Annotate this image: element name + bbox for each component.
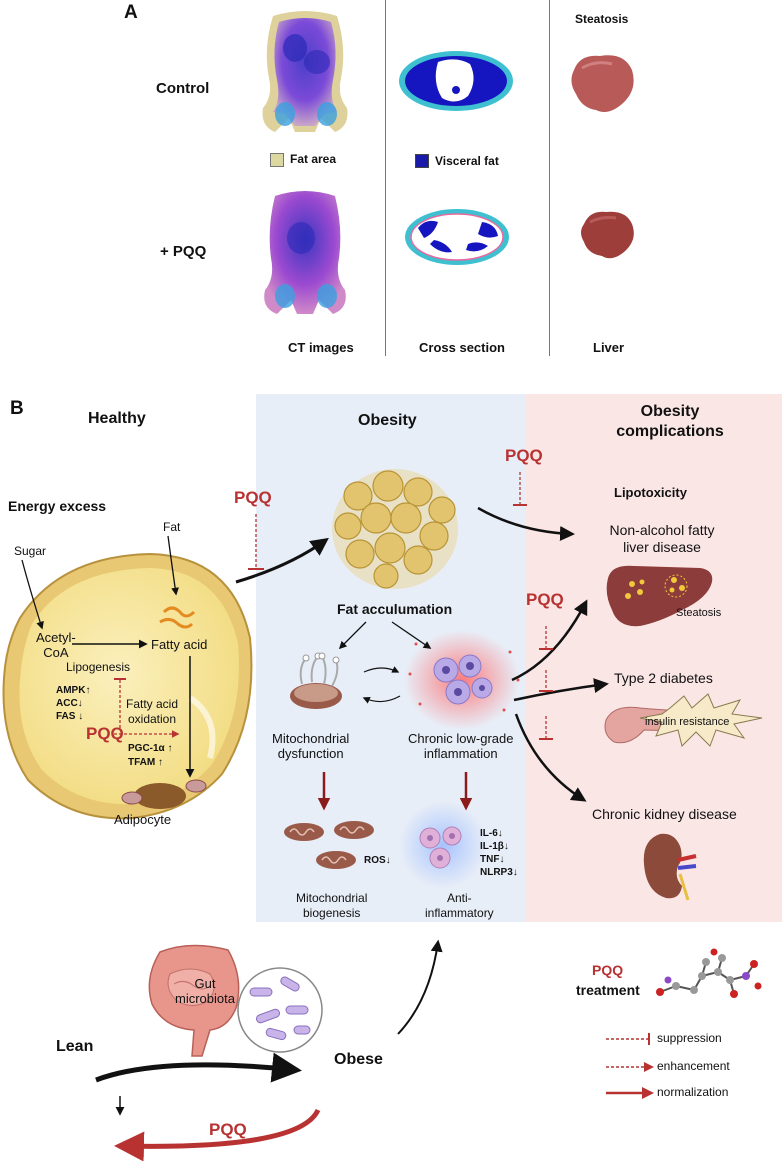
pqq-label-top-right: PQQ (505, 446, 543, 465)
fat-input-label: Fat (163, 520, 181, 534)
chronic-inflammation-line1: Chronic low-grade (408, 731, 514, 746)
nafld-line1: Non-alcohol fatty (609, 522, 715, 538)
pqq-label-adipocyte: PQQ (86, 724, 124, 743)
anti-inflammatory-illustration (399, 801, 487, 889)
fa-oxidation-line1: Fatty acid (126, 697, 179, 711)
anti-inflammatory-line2: inflammatory (425, 906, 494, 920)
acc-label: ACC↓ (56, 698, 83, 709)
divider-2 (549, 0, 550, 356)
nlrp3-label: NLRP3↓ (480, 867, 518, 878)
ampk-label: AMPK↑ (56, 685, 91, 696)
pqq-label-top-left: PQQ (234, 488, 272, 507)
suppression-legend-label: suppression (657, 1031, 722, 1045)
steatosis-label-a: Steatosis (575, 12, 629, 26)
pqq-label-bottom: PQQ (209, 1120, 247, 1139)
anti-inflammatory-label: Anti- inflammatory (425, 891, 494, 921)
pancreas-illustration (604, 693, 763, 747)
adipocyte-label: Adipocyte (114, 812, 172, 827)
suppression-legend-icon (606, 1033, 650, 1045)
obese-label: Obese (334, 1051, 383, 1068)
nafld-label: Non-alcohol fatty liver disease (596, 522, 728, 556)
ckd-label: Chronic kidney disease (592, 806, 737, 822)
lipotoxicity-label: Lipotoxicity (614, 485, 687, 500)
nafld-line2: liver disease (623, 539, 701, 555)
healthy-mitochondria-illustration (284, 821, 374, 869)
complications-bg (526, 394, 782, 922)
pqq-label-treatment: PQQ (592, 962, 624, 978)
microbiota-magnifier (237, 967, 323, 1053)
steatosis-label-b: Steatosis (676, 607, 722, 619)
gut-microbiota-line1: Gut (194, 976, 216, 991)
liver-photo-control (571, 55, 634, 112)
fat-accumulation-label: Fat acculumation (337, 601, 453, 617)
mito-dysfunction-line1: Mitochondrial (272, 731, 350, 746)
chronic-inflammation-line2: inflammation (423, 746, 498, 761)
energy-excess-label: Energy excess (8, 498, 107, 514)
fatty-liver-illustration (606, 565, 713, 627)
gut-illustration (148, 944, 240, 1057)
header-complications-line2: complications (616, 423, 724, 440)
acetyl-coa-line1: Acetyl- (36, 630, 76, 645)
fat-area-swatch (270, 153, 284, 167)
header-complications: Obesity complications (600, 402, 740, 442)
ros-label: ROS↓ (364, 855, 391, 866)
fa-oxidation-label: Fatty acid oxidation (126, 697, 178, 727)
mito-dysfunction-line2: dysfunction (277, 746, 344, 761)
col-label-ct: CT images (288, 340, 354, 355)
pgc-label: PGC-1α ↑ (128, 743, 173, 754)
normalization-legend-icon (606, 1087, 654, 1099)
cross-section-control (399, 51, 513, 111)
header-healthy: Healthy (88, 410, 146, 427)
header-complications-line1: Obesity (640, 403, 700, 420)
panel-a-label: A (124, 2, 138, 23)
tfam-label: TFAM ↑ (128, 757, 163, 768)
mitochondria-damaged-illustration (290, 652, 342, 709)
cross-section-pqq (405, 209, 509, 265)
enhancement-legend-label: enhancement (657, 1059, 730, 1073)
liver-photo-pqq (581, 211, 634, 259)
il6-label: IL-6↓ (480, 828, 503, 839)
mito-biogenesis-line2: biogenesis (303, 906, 361, 920)
tnf-label: TNF↓ (480, 854, 505, 865)
fatty-acid-label: Fatty acid (151, 637, 208, 652)
fas-label: FAS ↓ (56, 711, 84, 722)
inflammation-illustration (404, 630, 520, 730)
mito-biogenesis-label: Mitochondrial biogenesis (296, 891, 367, 921)
chronic-inflammation-label: Chronic low-grade inflammation (408, 731, 514, 761)
ct-image-control (262, 11, 348, 132)
insulin-resistance-label: insulin resistance (645, 716, 730, 728)
treatment-label: treatment (576, 982, 640, 998)
visceral-fat-swatch (415, 154, 429, 168)
acetyl-coa-label: Acetyl- CoA (36, 630, 76, 660)
fa-oxidation-line2: oxidation (127, 712, 177, 726)
acetyl-coa-line2: CoA (43, 645, 69, 660)
anti-inflammatory-line1: Anti- (447, 891, 472, 905)
col-label-cross: Cross section (419, 340, 505, 355)
pqq-label-mid-right: PQQ (526, 590, 564, 609)
visceral-fat-label: Visceral fat (435, 154, 499, 168)
ct-image-pqq (264, 191, 346, 314)
col-label-liver: Liver (593, 340, 625, 355)
lean-label: Lean (56, 1038, 94, 1055)
panel-b-label: B (10, 398, 24, 419)
sugar-label: Sugar (14, 544, 47, 558)
gut-microbiota-label: Gut microbiota (175, 976, 235, 1006)
mito-dysfunction-label: Mitochondrial dysfunction (272, 731, 349, 761)
il1b-label: IL-1β↓ (480, 841, 509, 852)
enhancement-legend-icon (606, 1062, 654, 1072)
header-obesity: Obesity (358, 412, 417, 429)
divider-1 (385, 0, 386, 356)
row-label-control: Control (156, 80, 210, 97)
lipogenesis-label: Lipogenesis (66, 660, 131, 674)
kidney-illustration (643, 833, 697, 901)
row-label-pqq: + PQQ (160, 243, 207, 260)
t2d-label: Type 2 diabetes (614, 670, 713, 686)
fat-area-label: Fat area (290, 152, 337, 166)
gut-microbiota-line2: microbiota (175, 991, 235, 1006)
normalization-legend-label: normalization (657, 1085, 729, 1099)
pqq-molecule-icon (656, 948, 762, 998)
mito-biogenesis-line1: Mitochondrial (296, 891, 368, 905)
fat-cluster-illustration (332, 469, 458, 589)
